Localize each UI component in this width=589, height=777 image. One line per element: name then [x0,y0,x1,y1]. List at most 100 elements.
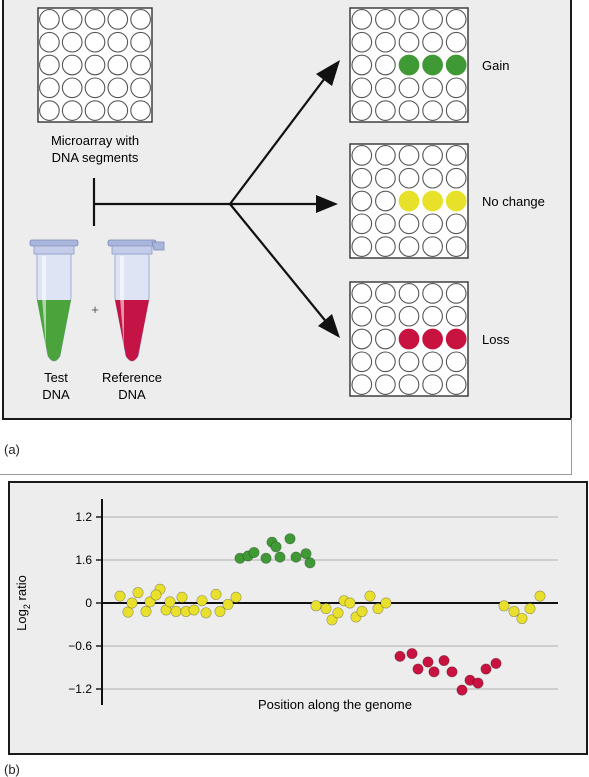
test-tube-cap [29,239,79,247]
microarray-well [445,305,467,327]
microarray-well [398,351,420,373]
microarray-well [130,100,151,121]
chart-gridlines [102,516,558,690]
microarray-well [422,213,443,235]
data-point [490,657,502,669]
microarray-well [130,9,151,30]
microarray-well [422,305,443,327]
microarray-label-line1: Microarray with [51,133,139,148]
microarray-well [445,31,467,53]
microarray-loss [349,281,469,397]
data-point [394,650,406,662]
microarray-well [351,283,373,304]
data-point [406,648,418,660]
microarray-well [422,77,443,99]
data-point [260,552,272,564]
microarray-well [445,236,467,257]
microarray-well [61,54,83,76]
microarray-well [375,167,396,189]
data-point [164,596,176,608]
microarray-well [351,100,373,121]
microarray-well [351,167,373,189]
microarray-well [398,213,420,235]
outcome-label-gain: Gain [482,58,509,73]
data-point [248,547,260,559]
microarray-wells [39,9,151,121]
microarray-well [61,100,83,121]
data-point [114,590,126,602]
data-point [274,551,286,563]
frame-divider-a-bottom [0,474,572,475]
data-point [200,607,212,619]
gain-spot [422,54,443,76]
data-point [320,603,332,615]
test-dna-liquid [37,300,71,361]
data-point [498,600,510,612]
data-point [480,663,492,675]
microarray-well [375,283,396,304]
microarray-well [375,305,396,327]
data-point [310,600,322,612]
microarray-well [107,9,129,30]
microarray-well [351,374,373,395]
reference-dna-tube [107,239,165,362]
data-point [188,604,200,616]
microarray-well [422,167,443,189]
microarray-no-change [349,143,469,259]
y-axis-label: Log2 ratio [14,575,32,631]
data-point [176,591,188,603]
microarray-well [130,31,151,53]
microarray-well [445,351,467,373]
microarray-well [445,167,467,189]
microarray-well [375,328,396,350]
microarray-well [351,31,373,53]
data-point [356,605,368,617]
panel-a-diagram: Microarray with DNA segments Gain No ch [29,7,545,402]
microarray-well [61,31,83,53]
microarray-well [351,351,373,373]
test-dna-label-line2: DNA [42,387,70,402]
microarray-well [422,351,443,373]
no-change-spot [422,190,443,212]
data-point [326,614,338,626]
data-points [114,533,546,696]
microarray-well [351,328,373,350]
data-point [516,612,528,624]
y-tick-label: 1.6 [75,553,92,567]
microarray-gain [349,7,469,123]
caption-b: (b) [4,762,20,777]
microarray-source [37,7,153,123]
data-point [438,655,450,667]
microarray-well [39,9,60,30]
microarray-well [422,145,443,166]
microarray-well [398,77,420,99]
microarray-well [445,145,467,166]
microarray-well [39,100,60,121]
data-point [456,684,468,696]
microarray-well [39,77,60,99]
outcome-label-loss: Loss [482,332,510,347]
data-point [210,588,222,600]
data-point [196,595,208,607]
reference-dna-label-line1: Reference [102,370,162,385]
arrow-loss [229,203,340,338]
microarray-well [398,100,420,121]
microarray-label-line2: DNA segments [52,150,139,165]
microarray-well [130,54,151,76]
y-tick-label: 0 [85,596,92,610]
microarray-well [422,31,443,53]
microarray-well [351,236,373,257]
microarray-well [130,77,151,99]
microarray-well [398,145,420,166]
microarray-well [375,31,396,53]
y-axis-label-sub: 2 [22,604,32,609]
scatter-chart: 1.21.60−0.6−1.2 Log2 ratio Position alon… [14,499,558,712]
microarray-well [107,31,129,53]
y-axis-label-rest: ratio [14,575,29,604]
microarray-well [445,213,467,235]
microarray-no-change-wells [351,145,467,257]
microarray-well [375,77,396,99]
data-point [126,597,138,609]
arrow-no-change [230,195,338,213]
microarray-well [351,145,373,166]
